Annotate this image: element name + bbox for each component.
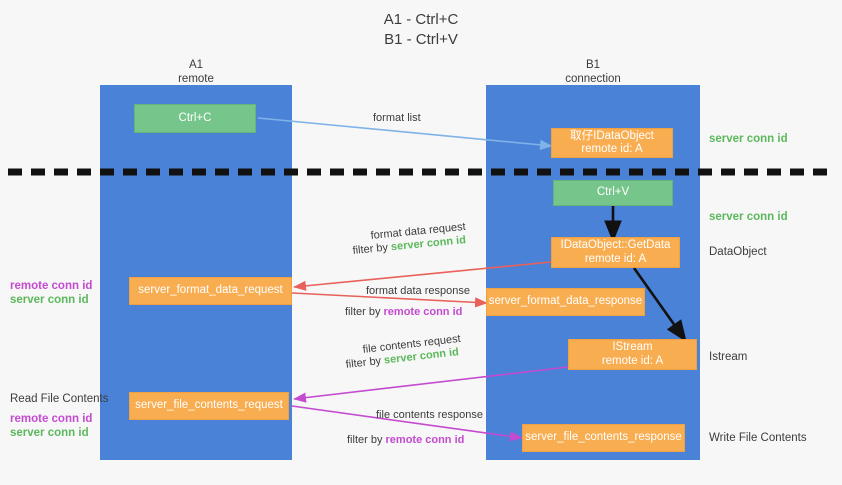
box-server-format-data-response-label: server_format_data_response: [488, 295, 643, 308]
flow-filter-prefix: filter by: [345, 306, 384, 318]
flow-label-file-contents-response: file contents response: [376, 409, 484, 421]
box-idataobject-top[interactable]: 取仔IDataObject remote id: A: [551, 128, 673, 158]
box-idataobject-top-line2: remote id: A: [581, 143, 643, 155]
annotation-left-server-conn-id-2: server conn id: [10, 427, 89, 439]
annotation-server-conn-id-second: server conn id: [709, 211, 788, 223]
arrow-format-list: [257, 117, 553, 150]
annotation-server-conn-id-top: server conn id: [709, 133, 788, 145]
box-server-file-contents-response[interactable]: server_file_contents_response: [522, 424, 685, 452]
lane-b1-name: B1: [585, 59, 601, 71]
annotation-read-file-contents: Read File Contents: [10, 393, 109, 405]
lane-header-b1: B1 connection: [503, 58, 683, 86]
title-line-1: A1 - Ctrl+C: [383, 11, 459, 28]
annotation-write-file-contents: Write File Contents: [709, 432, 807, 444]
flow-filter-value-remote-conn-id: remote conn id: [385, 434, 465, 446]
arrow-format-data-request: [293, 261, 552, 291]
arrow-getdata-to-istream: [632, 267, 687, 343]
annotation-left-remote-conn-id-1: remote conn id: [10, 280, 93, 292]
lane-b1-sub: connection: [565, 73, 621, 85]
box-server-file-contents-response-label: server_file_contents_response: [525, 431, 682, 444]
flow-label-format-data-response: format data response: [366, 285, 470, 297]
arrow-file-contents-request: [293, 366, 569, 403]
box-ctrl-v-label: Ctrl+V: [596, 186, 630, 199]
annotation-left-server-conn-id-1: server conn id: [10, 294, 89, 306]
arrow-format-data-response: [291, 292, 488, 308]
annotation-dataobject: DataObject: [709, 246, 767, 258]
lane-a1-name: A1: [188, 59, 204, 71]
box-istream-line1: IStream: [612, 341, 653, 353]
box-idataobject-getdata-line2: remote id: A: [584, 252, 647, 265]
flow-filter-prefix: filter by: [347, 434, 386, 446]
box-idataobject-getdata[interactable]: IDataObject::GetData remote id: A: [551, 237, 680, 268]
box-ctrl-c-label: Ctrl+C: [178, 111, 212, 124]
lane-header-a1: A1 remote: [106, 58, 286, 86]
flow-label-format-data-response-filter: filter by remote conn id: [345, 305, 462, 320]
flow-label-format-list: format list: [373, 112, 421, 124]
box-ctrl-v[interactable]: Ctrl+V: [553, 180, 673, 206]
box-ctrl-c[interactable]: Ctrl+C: [134, 104, 256, 133]
box-server-format-data-request[interactable]: server_format_data_request: [129, 277, 292, 305]
arrow-file-contents-response: [291, 405, 523, 442]
box-server-file-contents-request[interactable]: server_file_contents_request: [129, 392, 289, 420]
box-istream-line2: remote id: A: [601, 354, 664, 367]
title-line-2: B1 - Ctrl+V: [384, 31, 458, 48]
box-server-format-data-request-label: server_format_data_request: [138, 284, 283, 297]
box-idataobject-getdata-line1: IDataObject::GetData: [560, 239, 671, 251]
lane-a1-sub: remote: [178, 73, 214, 85]
box-server-file-contents-request-label: server_file_contents_request: [135, 399, 283, 412]
annotation-istream: Istream: [709, 351, 748, 363]
flow-label-file-contents-response-filter: filter by remote conn id: [347, 433, 464, 448]
flow-filter-prefix: filter by: [352, 241, 392, 257]
flow-filter-prefix: filter by: [345, 354, 385, 371]
flow-filter-value-remote-conn-id: remote conn id: [383, 306, 463, 318]
annotation-left-remote-conn-id-2: remote conn id: [10, 413, 93, 425]
page-title: A1 - Ctrl+C B1 - Ctrl+V: [0, 10, 842, 50]
box-server-format-data-response[interactable]: server_format_data_response: [486, 288, 645, 316]
box-istream[interactable]: IStream remote id: A: [568, 339, 697, 370]
box-idataobject-top-line1: 取仔IDataObject: [570, 129, 654, 142]
